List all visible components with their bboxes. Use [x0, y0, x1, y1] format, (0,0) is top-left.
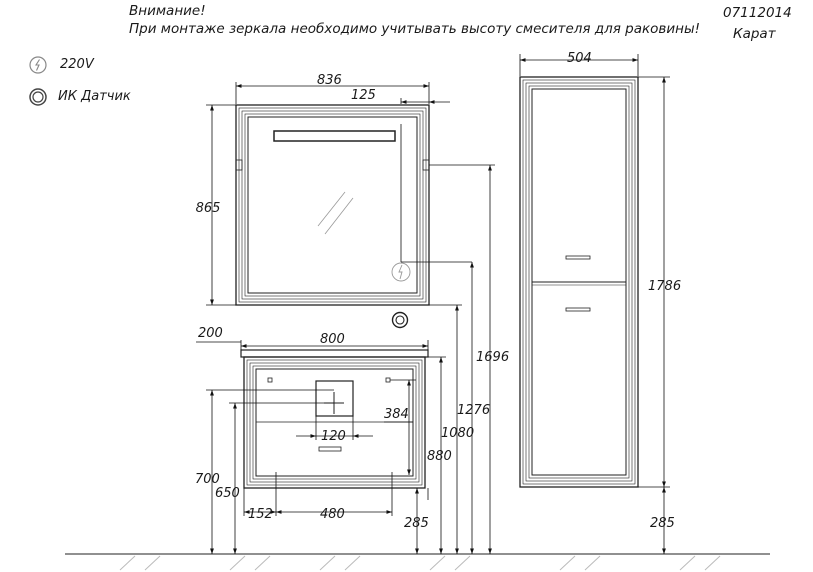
dim-cabinet-width: 800: [320, 332, 345, 347]
dim-drain-width: 120: [321, 429, 346, 444]
warning-title: Внимание!: [129, 3, 206, 19]
dim-height-1696: 1696: [476, 350, 509, 365]
dim-height-1080: 1080: [441, 426, 474, 441]
mirror: [235, 104, 430, 329]
dim-mirror-width: 836: [317, 73, 342, 88]
dimension-lines: [196, 54, 670, 554]
dim-sink-width: 480: [320, 507, 345, 522]
product-code: 07112014: [723, 5, 792, 21]
dim-height-880: 880: [427, 449, 452, 464]
dim-cabinet-depth: 200: [198, 326, 223, 341]
power-icon: [29, 56, 47, 74]
dim-column-width: 504: [567, 51, 592, 66]
dim-drain-from-floor: 650: [215, 486, 240, 501]
legend-label-power: 220V: [60, 57, 94, 72]
dim-drain-height: 384: [384, 407, 409, 422]
dim-cabinet-floor-gap: 285: [404, 516, 429, 531]
dim-left-offset: 152: [248, 507, 273, 522]
product-model: Карат: [733, 26, 776, 42]
vanity-cabinet: [240, 349, 429, 489]
dim-mirror-height: 865: [196, 201, 221, 216]
dim-mirror-offset: 125: [351, 88, 376, 103]
dim-column-floor-gap: 285: [650, 516, 675, 531]
dim-height-1276: 1276: [457, 403, 490, 418]
dim-column-height: 1786: [648, 279, 681, 294]
legend-label-ir-sensor: ИК Датчик: [58, 89, 131, 104]
dim-cabinet-height: 700: [195, 472, 220, 487]
floor-line: [65, 553, 770, 571]
tall-column-cabinet: [519, 76, 639, 488]
ir-sensor-icon: [29, 88, 47, 106]
warning-text: При монтаже зеркала необходимо учитывать…: [129, 21, 701, 37]
